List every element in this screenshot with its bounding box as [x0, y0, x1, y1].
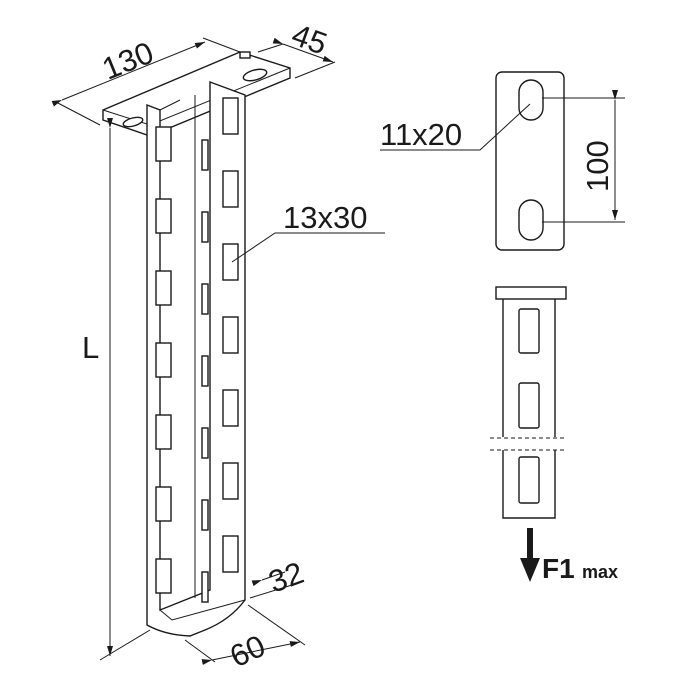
dim-slot-spacing-label: 100 [580, 140, 615, 192]
load-arrow-icon [527, 528, 533, 563]
slot [222, 243, 239, 281]
slot [201, 571, 209, 603]
side-view: F1 max [490, 286, 618, 584]
slot [201, 427, 209, 459]
channel-slots [155, 97, 239, 603]
dimension-L: L [82, 118, 151, 661]
slot [155, 198, 172, 234]
slot [155, 558, 172, 594]
slot [155, 486, 172, 522]
dim-width-label: 130 [97, 35, 158, 87]
slot [222, 389, 239, 427]
dimension-32: 32 [249, 555, 308, 600]
slot [222, 316, 239, 354]
slot [222, 462, 239, 500]
slot [201, 283, 209, 315]
dim-slot-channel-label: 13x30 [283, 200, 367, 235]
slot [201, 139, 209, 171]
load-subscript: max [582, 562, 618, 582]
plate-view: 100 11x20 [380, 71, 625, 251]
slot [201, 355, 209, 387]
dim-length-label: L [82, 330, 99, 365]
dim-slot-plate-label: 11x20 [380, 117, 462, 152]
dimension-13x30: 13x30 [231, 200, 385, 263]
slot [155, 342, 172, 378]
load-label: F1 [542, 553, 575, 584]
dim-channel-width-label: 60 [225, 628, 271, 674]
slot [155, 414, 172, 450]
slot [201, 211, 209, 243]
slot [222, 97, 239, 135]
slot [201, 499, 209, 531]
slot [222, 170, 239, 208]
dim-depth-label: 45 [287, 17, 331, 62]
slot [155, 126, 172, 162]
slot [222, 535, 239, 573]
dim-flange-label: 32 [264, 555, 308, 600]
slot [155, 270, 172, 306]
